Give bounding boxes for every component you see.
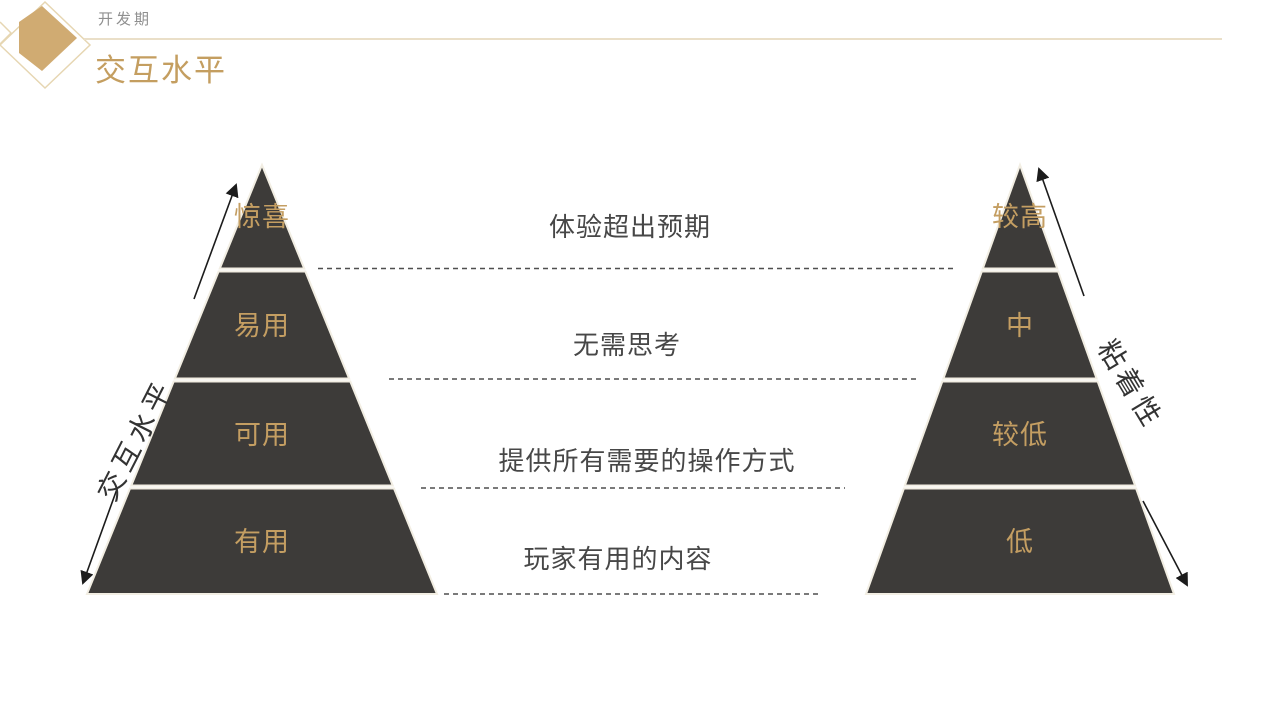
left-axis-up-arrow [193,183,239,300]
left-pyramid-segment-4 [85,487,439,595]
right-axis-up-arrow [1036,167,1085,297]
left-axis-down-arrow [80,488,118,585]
logo-diamond-icon [0,0,110,110]
annotation-text: 无需思考 [573,330,681,360]
annotation-text: 体验超出预期 [549,212,711,242]
right-pyramid-level-label: 较高 [992,202,1048,232]
left-pyramid-level-label: 易用 [234,311,290,341]
page-title: 交互水平 [95,53,227,88]
right-pyramid-segment-2 [941,270,1099,380]
diamond-fill-icon [19,6,77,71]
right-pyramid-level-label: 中 [1006,311,1034,341]
annotation-text: 提供所有需要的操作方式 [498,446,795,476]
right-pyramid: 较高 中 较低 低 [864,162,1176,595]
right-pyramid-segment-3 [903,380,1137,487]
header-rule [84,38,1222,40]
left-pyramid-segment-3 [129,380,395,487]
dashed-connectors [318,267,957,595]
left-pyramid-level-label: 可用 [234,420,290,450]
small-diamond-outline-icon [0,21,13,45]
right-pyramid-level-label: 较低 [992,420,1048,450]
annotation-text: 玩家有用的内容 [523,544,712,574]
left-pyramid-level-label: 有用 [234,527,290,557]
left-pyramid-level-label: 惊喜 [234,202,290,232]
right-pyramid-level-label: 低 [1006,527,1034,557]
left-pyramid-segment-2 [173,270,351,380]
right-pyramid-segment-1 [981,162,1059,270]
right-pyramid-segment-4 [864,487,1176,595]
left-pyramid: 惊喜 易用 可用 有用 [85,162,439,595]
level-descriptions: 体验超出预期 无需思考 提供所有需要的操作方式 玩家有用的内容 [498,212,795,574]
diamond-outline-icon [0,0,92,90]
right-axis-down-arrow [1142,500,1188,587]
left-pyramid-segment-1 [218,162,306,270]
eyebrow-label: 开发期 [98,11,153,28]
